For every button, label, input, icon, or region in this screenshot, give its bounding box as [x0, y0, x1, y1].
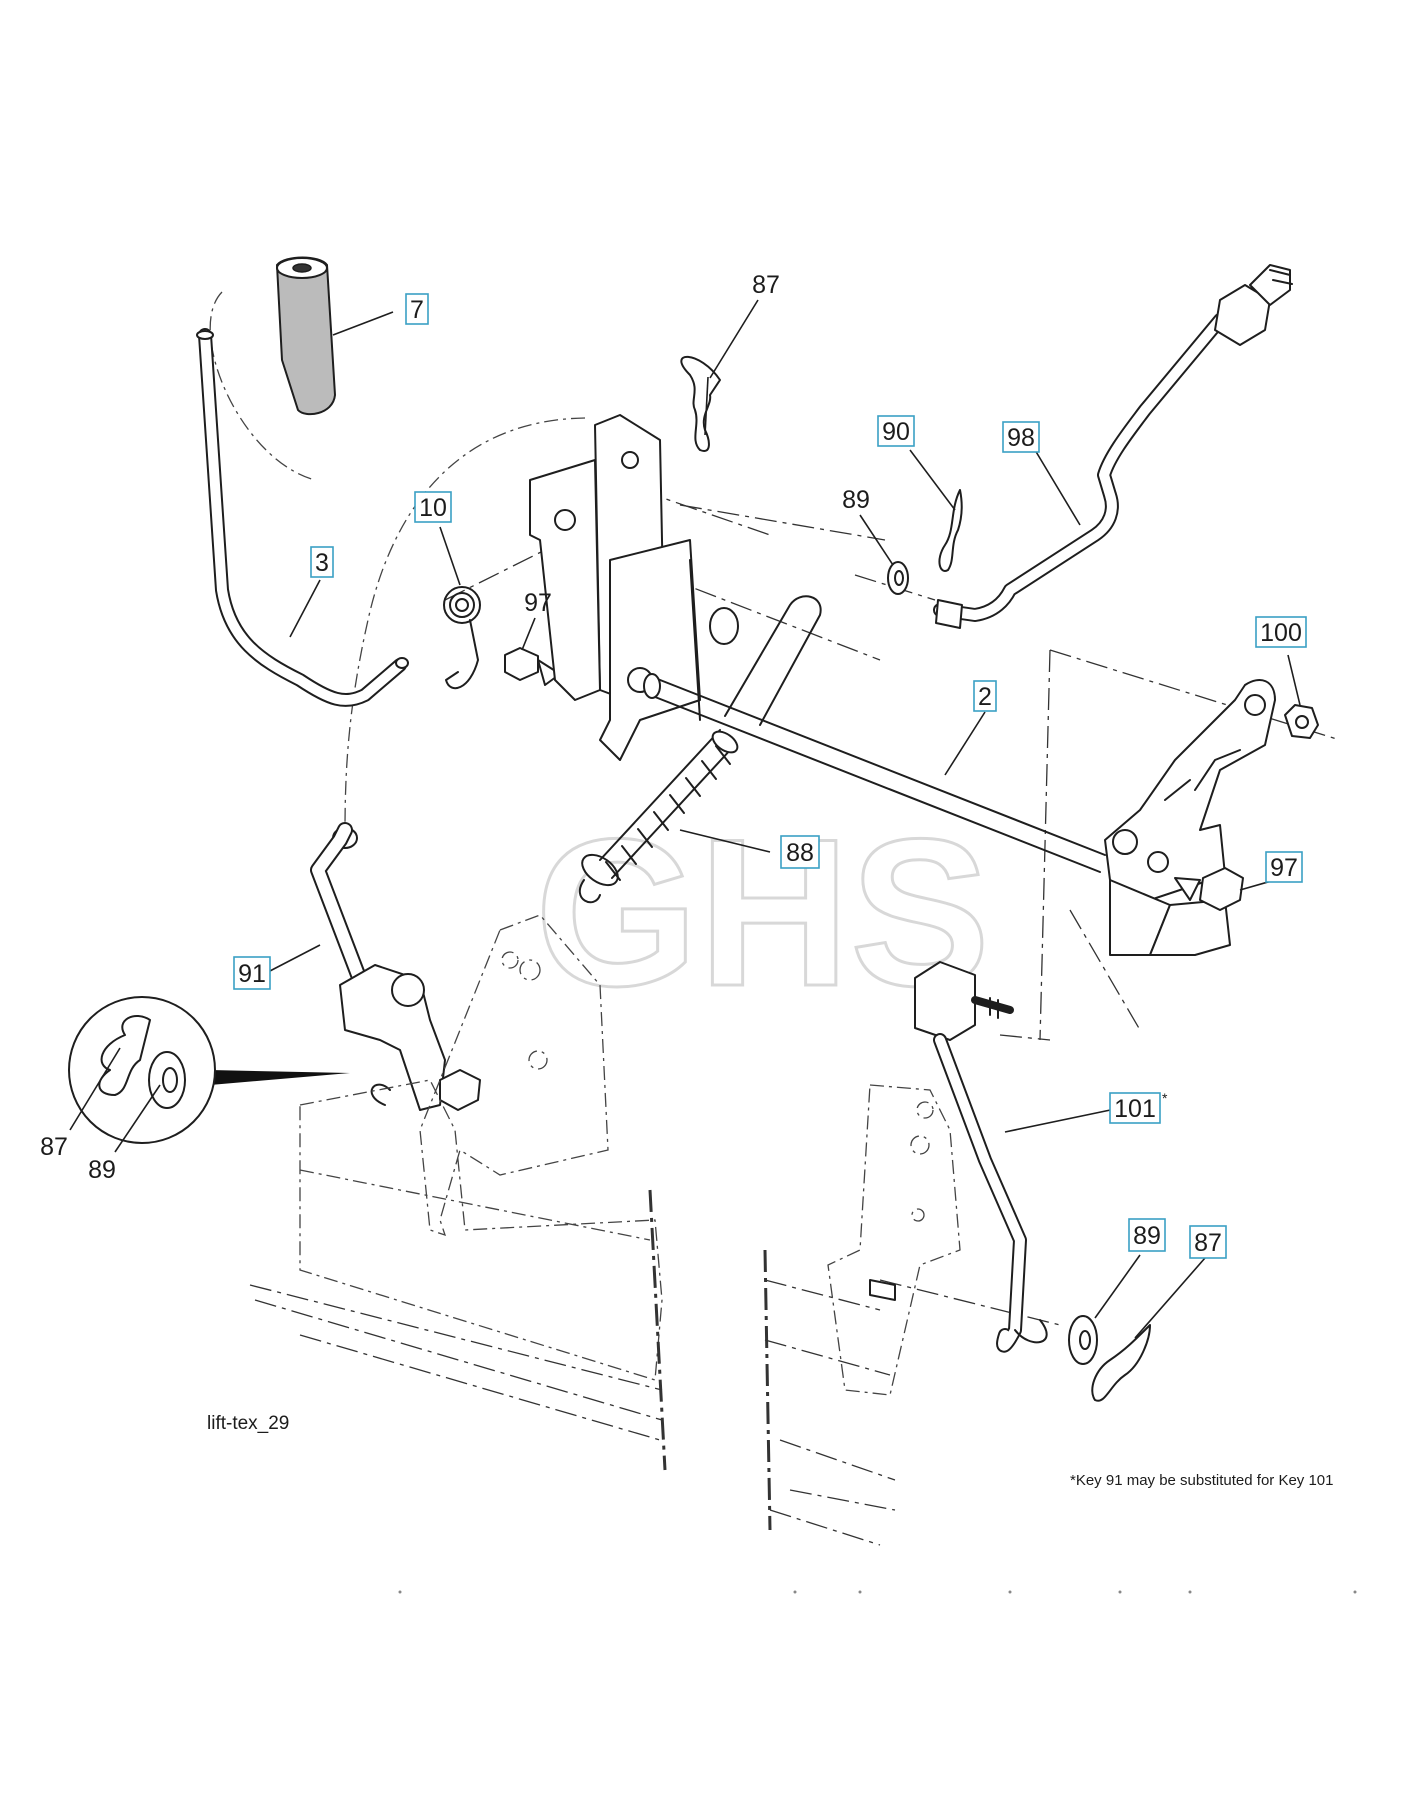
right-mower-deck	[763, 1249, 896, 1546]
left-mower-deck	[249, 1079, 667, 1471]
svg-text:87: 87	[40, 1133, 68, 1161]
part-87-hairpin-lower-right	[1091, 1324, 1151, 1402]
svg-text:91: 91	[238, 960, 266, 988]
svg-text:88: 88	[786, 839, 814, 867]
part-90-hairpin	[938, 489, 963, 572]
callout-87-top: 87	[752, 271, 780, 299]
part-89-washer-lower-right	[1068, 1315, 1098, 1365]
footnote: *Key 91 may be substituted for Key 101	[1070, 1472, 1334, 1489]
svg-text:89: 89	[842, 486, 870, 514]
svg-text:89: 89	[88, 1156, 116, 1184]
svg-text:89: 89	[1133, 1222, 1161, 1250]
part-101-front-link	[914, 961, 1048, 1353]
callout-10: 10	[414, 491, 452, 523]
assembly-center-lines	[209, 291, 1341, 1326]
part-3-lift-lever	[196, 328, 409, 707]
callout-101: 101 *	[1109, 1090, 1168, 1124]
part-97-bolt-upper	[504, 647, 561, 686]
svg-text:98: 98	[1007, 424, 1035, 452]
callout-100: 100	[1255, 616, 1307, 648]
svg-text:87: 87	[752, 271, 780, 299]
callout-98: 98	[1002, 421, 1040, 453]
callout-90: 90	[877, 415, 915, 447]
callout-3: 3	[310, 546, 334, 578]
part-98-lift-link	[933, 264, 1293, 629]
left-deck-hanger	[419, 914, 609, 1237]
callout-88: 88	[780, 835, 820, 869]
callout-97-lower: 97	[1265, 851, 1303, 883]
svg-text:2: 2	[978, 683, 992, 711]
scan-artifacts	[398, 1590, 1357, 1594]
part-7-grip	[275, 256, 337, 416]
svg-text:3: 3	[315, 549, 329, 577]
callout-89-lower: 89	[1128, 1218, 1166, 1252]
part-91-lift-link	[310, 822, 481, 1111]
part-97-bolt-lower	[1174, 867, 1244, 911]
svg-text:10: 10	[419, 494, 447, 522]
leader-lines	[69, 299, 1301, 1339]
svg-text:87: 87	[1194, 1229, 1222, 1257]
detail-inset	[68, 996, 350, 1144]
right-deck-hanger	[827, 1084, 961, 1396]
svg-text:*: *	[1162, 1090, 1168, 1106]
callout-2: 2	[973, 680, 997, 712]
callout-89-upper: 89	[842, 486, 870, 514]
svg-text:90: 90	[882, 418, 910, 446]
svg-text:97: 97	[524, 589, 552, 617]
callout-87-inset: 87	[40, 1133, 68, 1161]
svg-text:100: 100	[1260, 619, 1302, 647]
mount-bracket	[529, 414, 739, 761]
part-89-washer-upper	[887, 561, 909, 595]
callout-7: 7	[405, 293, 429, 325]
callout-87-lower: 87	[1189, 1225, 1227, 1259]
callout-91: 91	[233, 956, 271, 990]
svg-text:101: 101	[1114, 1095, 1156, 1123]
part-88-extension-spring	[578, 595, 822, 904]
right-lift-arm	[1104, 679, 1276, 956]
svg-text:7: 7	[410, 296, 424, 324]
callout-89-inset: 89	[88, 1156, 116, 1184]
callout-97-upper: 97	[524, 589, 552, 617]
svg-text:97: 97	[1270, 854, 1298, 882]
part-100-nut	[1284, 704, 1319, 739]
part-87-hairpin-top	[680, 355, 721, 452]
part-10-torsion-spring	[443, 586, 481, 690]
figure-ref: lift-tex_29	[207, 1413, 289, 1434]
